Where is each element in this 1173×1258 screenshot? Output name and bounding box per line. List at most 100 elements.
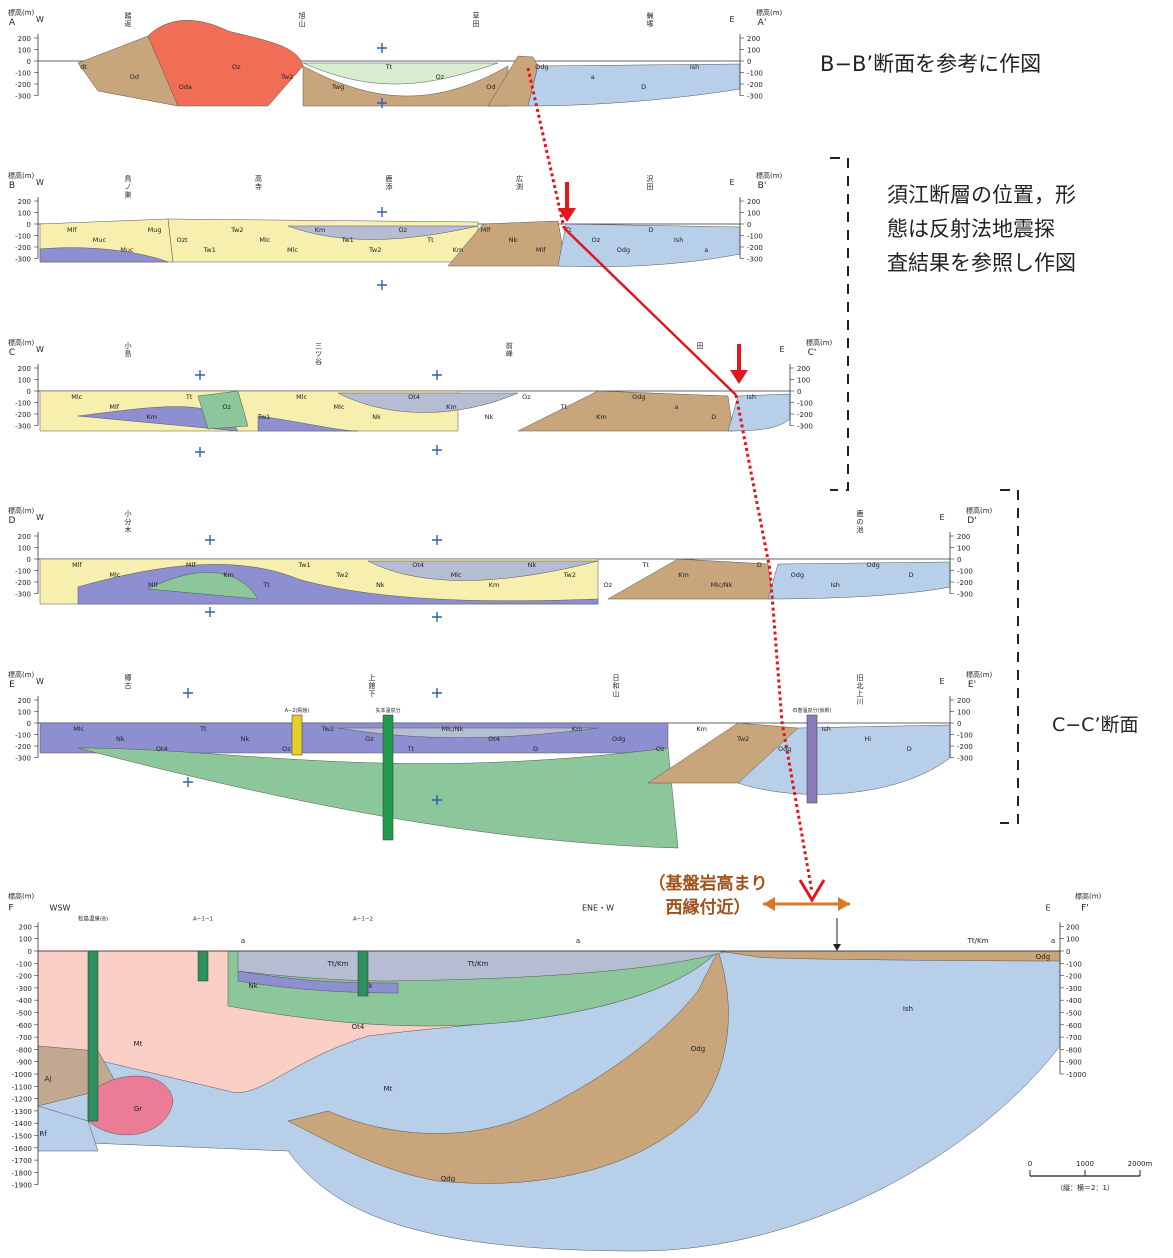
axis-tick-label: 200 [18,533,31,541]
unit-label: Tt [564,226,572,234]
axis-tick-label: 200 [957,697,970,705]
intersection-marker [377,280,387,290]
place-name: 三ツ谷 [315,342,322,366]
axis-tick-label: -200 [747,81,763,89]
direction-label: W [36,513,44,522]
axis-tick-label: -100 [797,400,813,408]
unit-ish [727,393,791,432]
axis-tick-label: -400 [1066,997,1082,1005]
axis-tick-label: 100 [18,709,31,717]
axis-tick-label: -900 [16,1059,32,1067]
direction-label: W [36,677,44,686]
axis-tick-label: -100 [957,732,973,740]
axis-tick-label: -200 [15,81,31,89]
axis-tick-label: -300 [957,755,973,763]
axis-tick-label: 0 [797,388,801,396]
unit-label: Twg [331,83,344,91]
unit-label: Ot4 [352,1023,365,1031]
axis-tick-label: 0 [957,720,961,728]
place-name: 樽古 [125,673,132,690]
unit-label: Oda [179,83,192,91]
unit-label: Nk [509,236,518,244]
axis-tick-label: -600 [16,1022,32,1030]
unit-label: Mlc [109,571,120,579]
unit-label: Tt [407,745,415,753]
direction-label: W [36,15,44,24]
unit-nk [39,247,169,263]
scale-bar-label: 2000m [1128,1160,1153,1168]
intersection-marker [377,43,387,53]
unit-km [367,560,599,581]
unit-label: Nk [372,413,381,421]
axis-tick-label: -400 [16,997,32,1005]
unit-label: Km [572,725,583,733]
axis-tick-label: -200 [15,244,31,252]
place-name: 鳥ノ巣 [125,174,132,199]
unit-label: Km [223,571,234,579]
axis-tick-label: -1600 [12,1145,32,1153]
basement-arrow-head-left [763,897,775,911]
axis-tick-label: 0 [27,58,31,66]
axis-tick-label: -100 [747,233,763,241]
basement-note-line: 西縁付近） [665,898,751,918]
unit-label: Km [678,571,689,579]
direction-label: E [1045,903,1050,912]
unit-label: Oz [222,403,231,411]
axis-tick-label: 200 [18,198,31,206]
unit-label: Odg [866,561,879,569]
unit-label: Tt [560,403,568,411]
unit-label: Nk [528,561,537,569]
unit-label: a [241,937,245,945]
section-label-right: C' [808,348,817,358]
place-name: 鹿添 [386,174,393,191]
axis-tick-label: 100 [1066,936,1079,944]
unit-label: D [909,571,914,579]
unit-label: Mlf [481,226,491,234]
axis-tick-label: 100 [18,377,31,385]
axis-tick-label: -1200 [12,1096,32,1104]
unit-label: Oz [436,73,445,81]
unit-label: Mlc/Nk [442,725,464,733]
axis-tick-label: -1800 [12,1169,32,1177]
axis-tick-label: 0 [1066,948,1070,956]
unit-label: Mlc [259,236,270,244]
intersection-marker [205,535,215,545]
axis-tick-label: 200 [747,35,760,43]
axis-tick-label: -500 [1066,1010,1082,1018]
axis-tick-label: 0 [28,948,32,956]
unit-label: Odg [612,735,625,743]
basement-high-note: （基盤岩高まり 西縁付近） [628,872,788,920]
axis-tick-label: 0 [27,720,31,728]
unit-label: Mlf [72,561,82,569]
axis-tick-label: 200 [1066,923,1079,931]
axis-tick-label: -300 [747,256,763,264]
fault-arrow-f [798,879,826,903]
unit-label: Tw2 [280,73,293,81]
axis-tick-label: -200 [1066,973,1082,981]
axis-tick-label: 0 [27,221,31,229]
axis-tick-label: 100 [18,47,31,55]
axis-tick-label: -300 [15,256,31,264]
borehole-label: A−1−2 [353,916,373,922]
axis-tick-label: -1400 [12,1120,32,1128]
borehole-column [382,714,394,841]
section-label-left: E [9,680,15,690]
unit-label: Oz [282,745,291,753]
axis-tick-label: 200 [18,697,31,705]
axis-tick-label: 200 [19,923,32,931]
place-name: 広渕 [516,174,523,191]
unit-odg [487,55,539,107]
unit-label: D [711,413,716,421]
unit-label: Odg [1036,953,1050,961]
unit-label: Km [596,413,607,421]
unit-label: Od [130,73,139,81]
unit-label: a [1051,937,1055,945]
borehole-label: 松島温泉(B) [78,914,108,922]
axis-tick-label: -300 [747,93,763,101]
elevation-label: 標高(m) [966,670,993,679]
unit-label: Mlf [186,561,196,569]
unit-label: Mlc [287,246,298,254]
unit-oda [147,20,304,107]
axis-tick-label: -500 [16,1010,32,1018]
place-name: 前峰 [506,341,513,358]
